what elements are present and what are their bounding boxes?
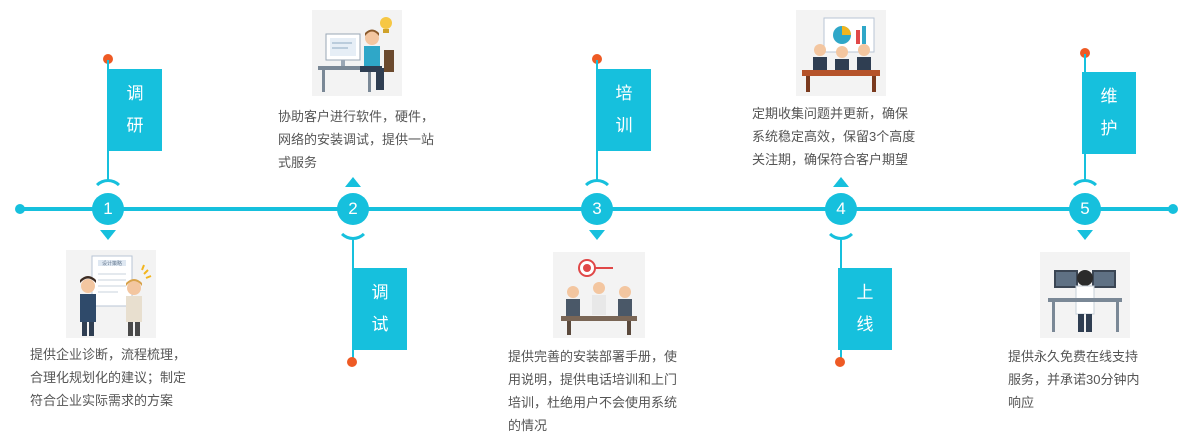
step-1-description: 提供企业诊断，流程梳理， 合理化规划化的建议；制定 符合企业实际需求的方案 bbox=[30, 343, 260, 412]
step-3-label-char-1: 培 bbox=[615, 84, 633, 103]
consulting-illustration-icon: 设计策略 bbox=[80, 255, 152, 336]
step-3-arrow-down bbox=[589, 230, 605, 240]
step-4-arc bbox=[824, 206, 858, 240]
step-2-arc bbox=[336, 206, 370, 240]
step-5-label-char-1: 维 bbox=[1100, 87, 1118, 106]
step-3-top-dot bbox=[592, 54, 602, 64]
step-1-desc-line-2: 合理化规划化的建议；制定 bbox=[30, 370, 187, 385]
step-1-illustration: 设计策略 bbox=[66, 250, 156, 338]
step-3-desc-line-2: 用说明，提供电话培训和上门 bbox=[508, 372, 678, 387]
step-5-label: 维 护 bbox=[1082, 72, 1136, 154]
step-4-label-char-1: 上 bbox=[856, 283, 874, 302]
step-4-bottom-dot bbox=[835, 357, 845, 367]
step-5-number: 5 bbox=[1080, 199, 1090, 218]
step-4-label-char-2: 线 bbox=[856, 315, 874, 334]
step-3-node: 3 bbox=[581, 193, 613, 225]
step-5-arc bbox=[1068, 179, 1102, 213]
step-5-node: 5 bbox=[1069, 193, 1101, 225]
step-1-label: 调 研 bbox=[108, 69, 162, 151]
step-5-illustration bbox=[1040, 252, 1130, 338]
step-5-arrow-down bbox=[1077, 230, 1093, 240]
step-4-illustration bbox=[796, 10, 886, 96]
support-desk-illustration-icon bbox=[1048, 270, 1122, 332]
step-4-arrow-up bbox=[833, 177, 849, 187]
step-4-description: 定期收集问题并更新，确保 系统稳定高效，保留3个高度 关注期，确保符合客户期望 bbox=[752, 102, 972, 171]
step-2-arrow-up bbox=[345, 177, 361, 187]
step-2-label: 调 试 bbox=[353, 268, 407, 350]
step-1-label-char-2: 研 bbox=[126, 116, 144, 135]
step-2-bottom-dot bbox=[347, 357, 357, 367]
step-2-desc-line-2: 网络的安装调试，提供一站 bbox=[278, 132, 435, 147]
step-4-desc-line-3: 关注期，确保符合客户期望 bbox=[752, 152, 909, 167]
step-3-description: 提供完善的安装部署手册，使 用说明，提供电话培训和上门 培训，杜绝用户不会使用系… bbox=[508, 345, 748, 437]
step-2-desc-line-1: 协助客户进行软件，硬件， bbox=[278, 109, 435, 124]
step-2-desc-line-3: 式服务 bbox=[278, 155, 318, 170]
step-4-desc-line-2: 系统稳定高效，保留3个高度 bbox=[752, 129, 916, 144]
step-5-label-char-2: 护 bbox=[1100, 119, 1118, 138]
step-2-label-char-2: 试 bbox=[371, 315, 389, 334]
step-4-desc-line-1: 定期收集问题并更新，确保 bbox=[752, 106, 909, 121]
presentation-illustration-icon bbox=[802, 17, 880, 92]
step-3-desc-line-1: 提供完善的安装部署手册，使 bbox=[508, 349, 678, 364]
step-4-label: 上 线 bbox=[838, 268, 892, 350]
step-1-arc bbox=[91, 179, 125, 213]
step-3-label-char-2: 训 bbox=[615, 116, 633, 135]
timeline-start-cap bbox=[15, 204, 25, 214]
step-5-description: 提供永久免费在线支持 服务，并承诺30分钟内 响应 bbox=[1008, 345, 1198, 414]
team-meeting-illustration-icon bbox=[561, 259, 637, 335]
step-1-label-char-1: 调 bbox=[126, 84, 144, 103]
step-1-node: 1 bbox=[92, 193, 124, 225]
step-5-desc-line-1: 提供永久免费在线支持 bbox=[1008, 349, 1139, 364]
step-3-desc-line-4: 的情况 bbox=[508, 418, 548, 433]
step-1-number: 1 bbox=[103, 199, 113, 218]
step-1-desc-line-3: 符合企业实际需求的方案 bbox=[30, 393, 174, 408]
step-5-top-dot bbox=[1080, 48, 1090, 58]
timeline-end-cap bbox=[1168, 204, 1178, 214]
step-5-desc-line-3: 响应 bbox=[1008, 395, 1035, 410]
developer-desk-illustration-icon bbox=[318, 17, 394, 92]
step-3-arc bbox=[580, 179, 614, 213]
step-3-label: 培 训 bbox=[597, 69, 651, 151]
step-1-arrow-down bbox=[100, 230, 116, 240]
step-1-pic-text: 设计策略 bbox=[102, 260, 122, 267]
step-3-illustration bbox=[553, 252, 645, 338]
step-5-desc-line-2: 服务，并承诺30分钟内 bbox=[1008, 372, 1140, 387]
step-1-top-dot bbox=[103, 54, 113, 64]
step-1-desc-line-1: 提供企业诊断，流程梳理， bbox=[30, 347, 187, 362]
step-3-number: 3 bbox=[592, 199, 602, 218]
step-2-label-char-1: 调 bbox=[371, 283, 389, 302]
step-2-description: 协助客户进行软件，硬件， 网络的安装调试，提供一站 式服务 bbox=[278, 105, 478, 174]
step-2-illustration bbox=[312, 10, 402, 96]
step-3-desc-line-3: 培训，杜绝用户不会使用系统 bbox=[508, 395, 678, 410]
